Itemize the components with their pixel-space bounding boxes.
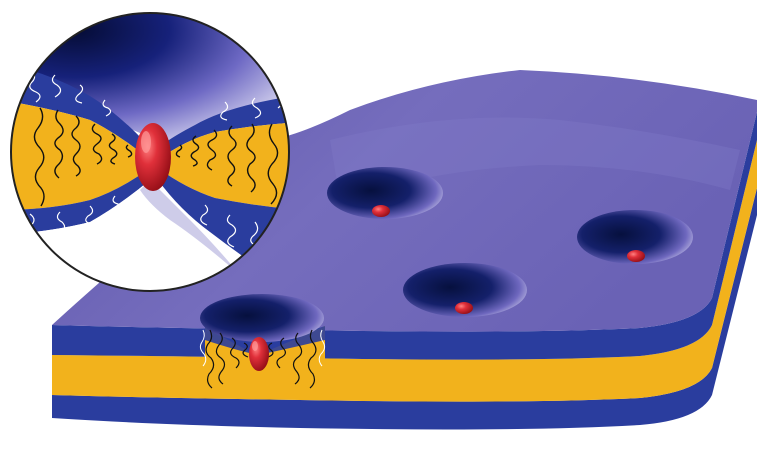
surface-pore — [577, 210, 693, 264]
surface-pore-particle — [372, 205, 390, 217]
cross-section-particle-highlight — [252, 341, 258, 351]
cross-section-pore-opening — [200, 294, 324, 342]
surface-pore-particle — [455, 302, 473, 314]
surface-pore — [403, 263, 527, 317]
surface-pore-particle — [627, 250, 645, 262]
inset-particle-highlight — [141, 131, 151, 153]
inset-particle — [135, 123, 171, 191]
cross-section-particle — [249, 337, 269, 371]
surface-pore — [327, 167, 443, 219]
